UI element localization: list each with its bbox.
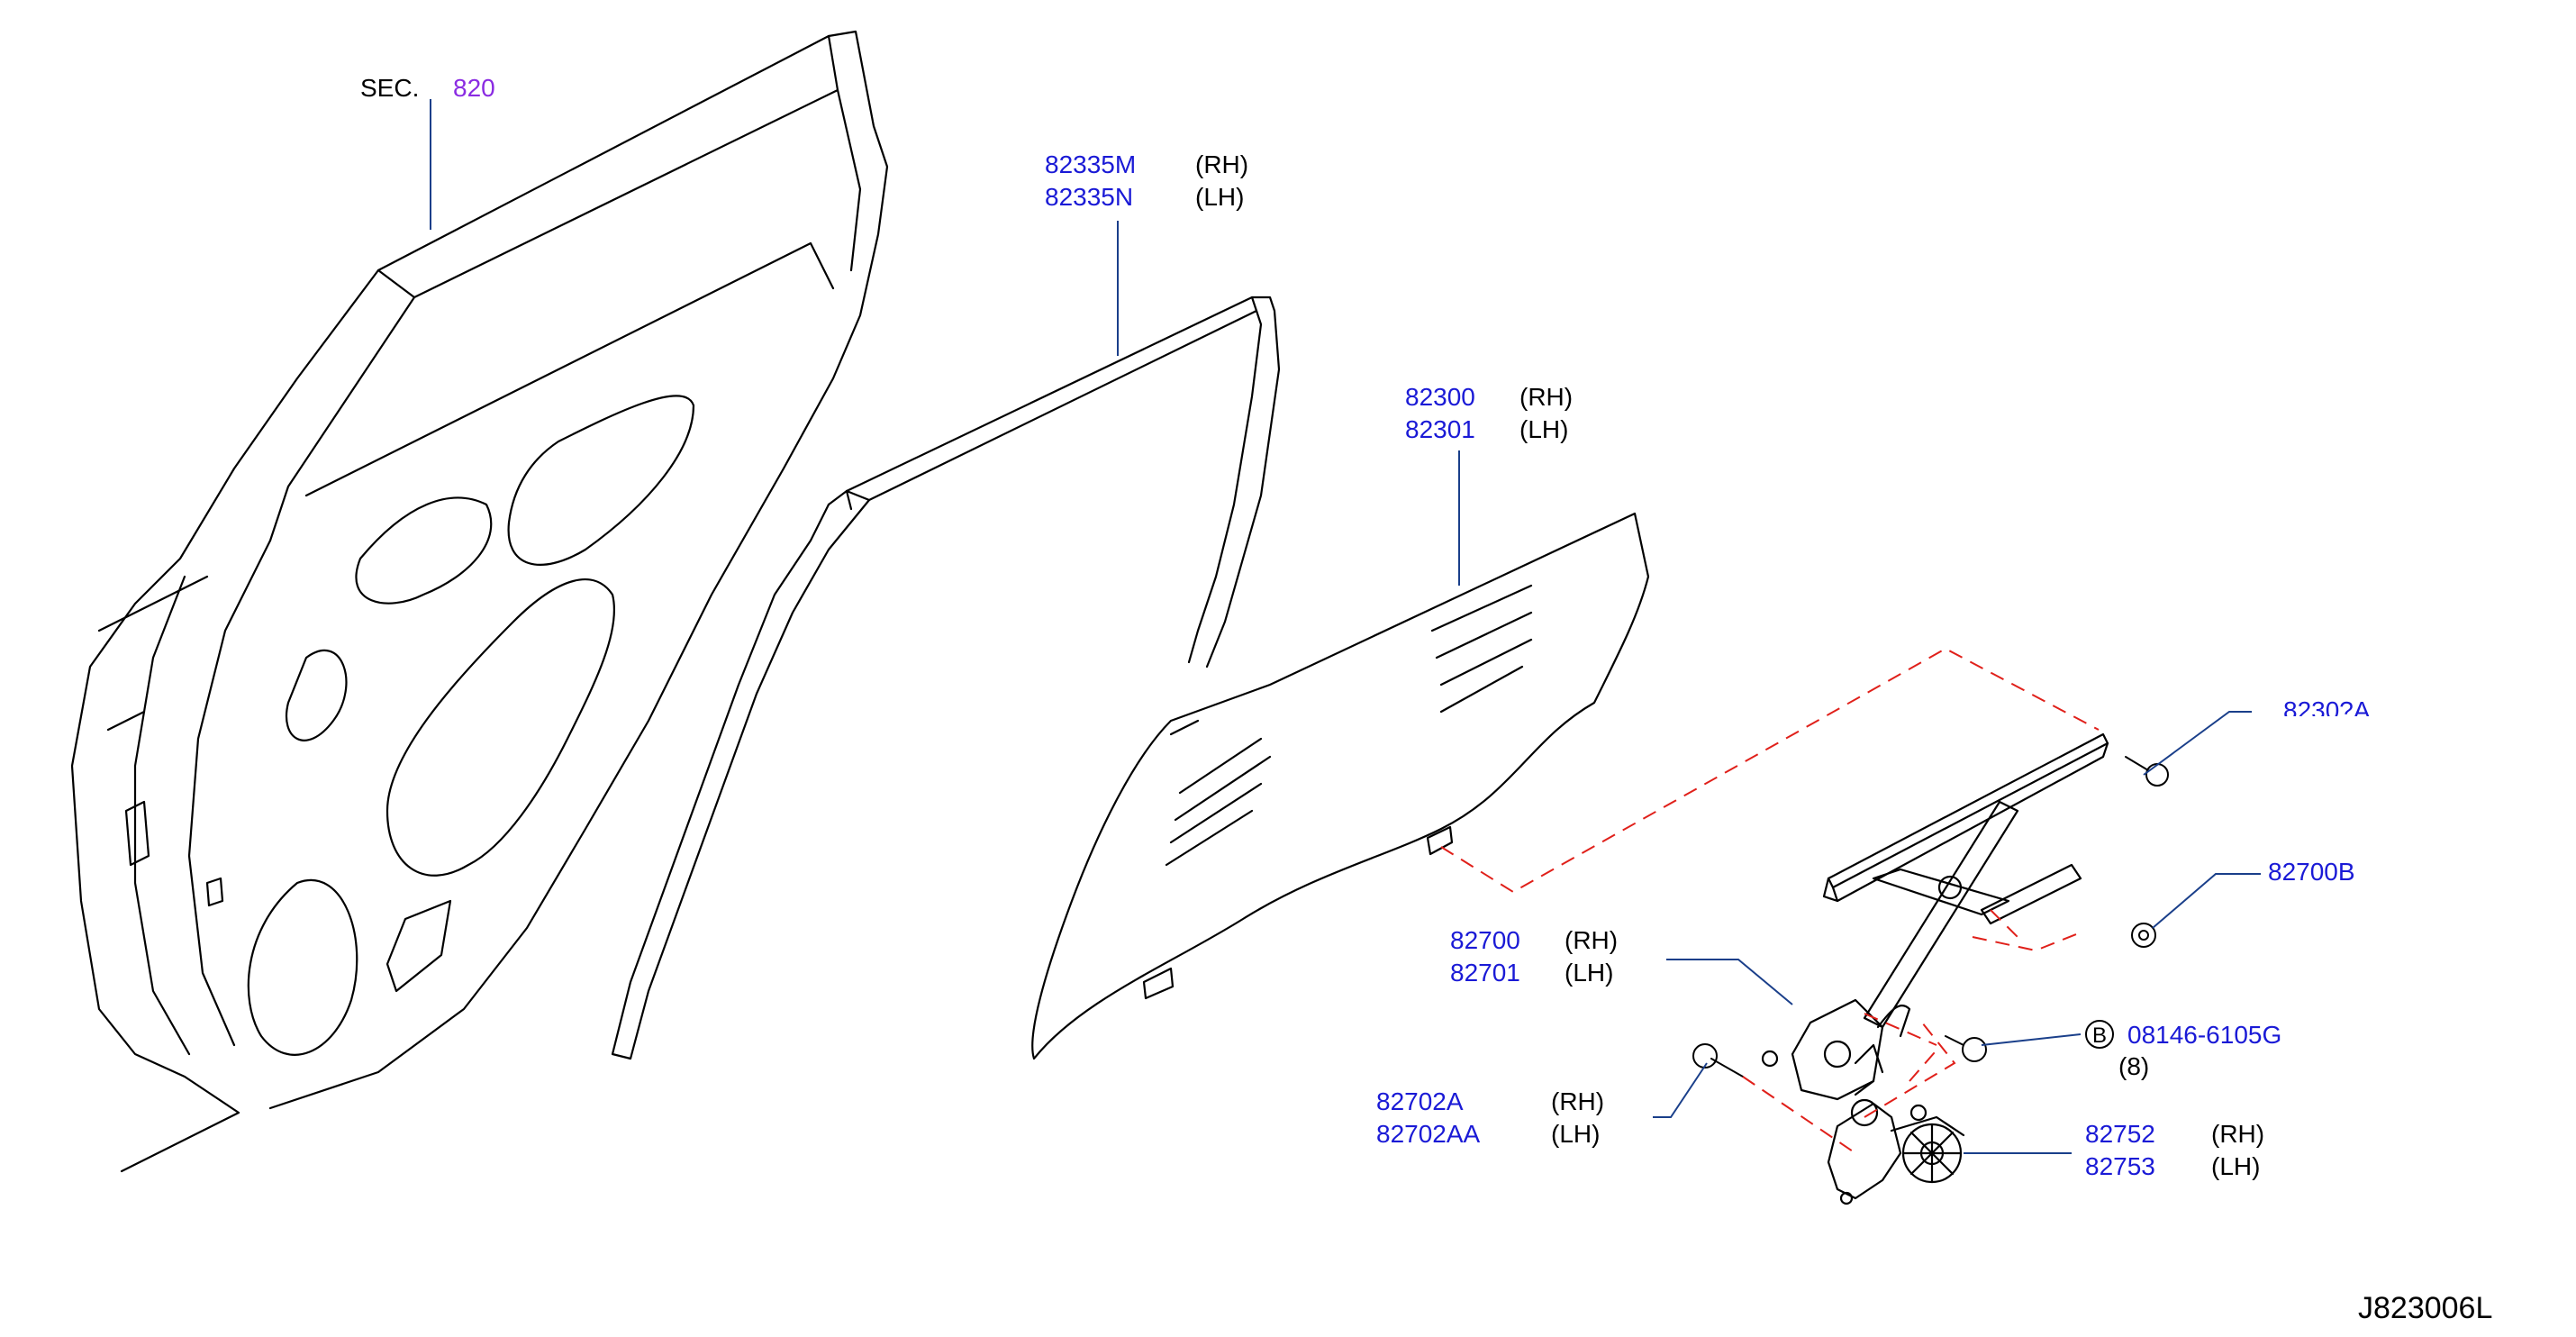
side-lh: (LH) [2211,1152,2261,1180]
part-number-82752[interactable]: 82752 [2085,1120,2155,1148]
part-number-82300A[interactable]: 8230?A [2283,696,2371,716]
part-number-82335N[interactable]: 82335N [1045,183,1134,211]
fasteners [1692,756,2169,1078]
part-number-82300[interactable]: 82300 [1405,383,1475,411]
part-number-82702AA[interactable]: 82702AA [1376,1120,1481,1148]
side-lh: (LH) [1519,415,1569,443]
section-prefix: SEC. [360,74,420,102]
side-lh: (LH) [1551,1120,1601,1148]
part-number-08146-6105G[interactable]: 08146-6105G [2127,1021,2282,1049]
side-rh: (RH) [1565,926,1619,954]
side-rh: (RH) [2211,1120,2265,1148]
part-number-82702A[interactable]: 82702A [1376,1087,1464,1115]
bolt-quantity: (8) [2118,1052,2150,1080]
door-panel [70,30,889,1173]
door-glass [1031,512,1650,1060]
hidden-lines [1440,647,2100,1154]
motor [1827,1098,1965,1205]
part-number-82301[interactable]: 82301 [1405,415,1475,443]
part-number-82700B[interactable]: 82700B [2268,858,2355,886]
part-number-82335M[interactable]: 82335M [1045,150,1137,178]
side-lh: (LH) [1195,183,1245,211]
side-rh: (RH) [1519,383,1574,411]
leader-lines [430,99,2261,1154]
side-rh: (RH) [1195,150,1249,178]
part-number-82753[interactable]: 82753 [2085,1152,2155,1180]
side-rh: (RH) [1551,1087,1605,1115]
part-number-82700[interactable]: 82700 [1450,926,1520,954]
window-regulator [1761,732,2109,1122]
side-lh: (LH) [1565,959,1614,987]
drawing-reference: J823006L [2358,1291,2493,1325]
part-number-82701[interactable]: 82701 [1450,959,1520,987]
glass-sash [611,296,1281,1060]
callout-b-badge: B [2085,1020,2114,1049]
section-number-link[interactable]: 820 [453,74,495,102]
